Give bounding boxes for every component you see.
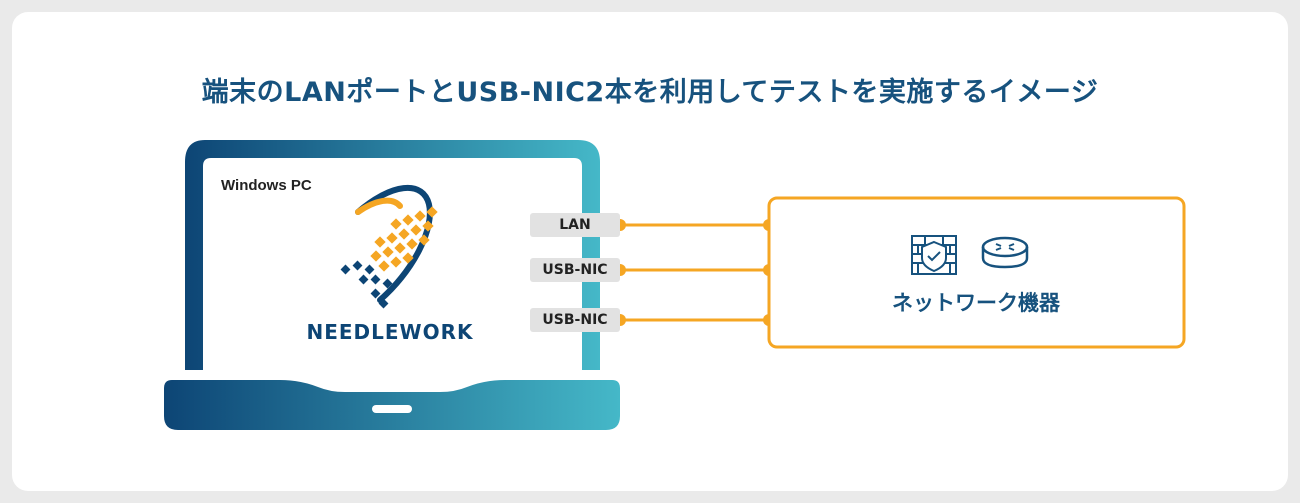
firewall-shield-icon — [911, 235, 957, 275]
laptop-base — [164, 380, 620, 430]
connector-dots — [614, 219, 775, 326]
port-usb-nic-1: USB-NIC — [530, 258, 620, 282]
network-device-label: ネットワーク機器 — [892, 291, 1060, 315]
port-usb-nic-2: USB-NIC — [530, 308, 620, 332]
router-icon — [981, 236, 1029, 269]
connectors — [620, 223, 769, 322]
network-device-box — [767, 196, 1186, 349]
pc-label: Windows PC — [221, 177, 312, 194]
needlework-logo — [340, 184, 438, 309]
brand-name: NEEDLEWORK — [306, 320, 474, 344]
port-lan: LAN — [530, 213, 620, 237]
diagram-title: 端末のLANポートとUSB-NIC2本を利用してテストを実施するイメージ — [201, 77, 1099, 108]
